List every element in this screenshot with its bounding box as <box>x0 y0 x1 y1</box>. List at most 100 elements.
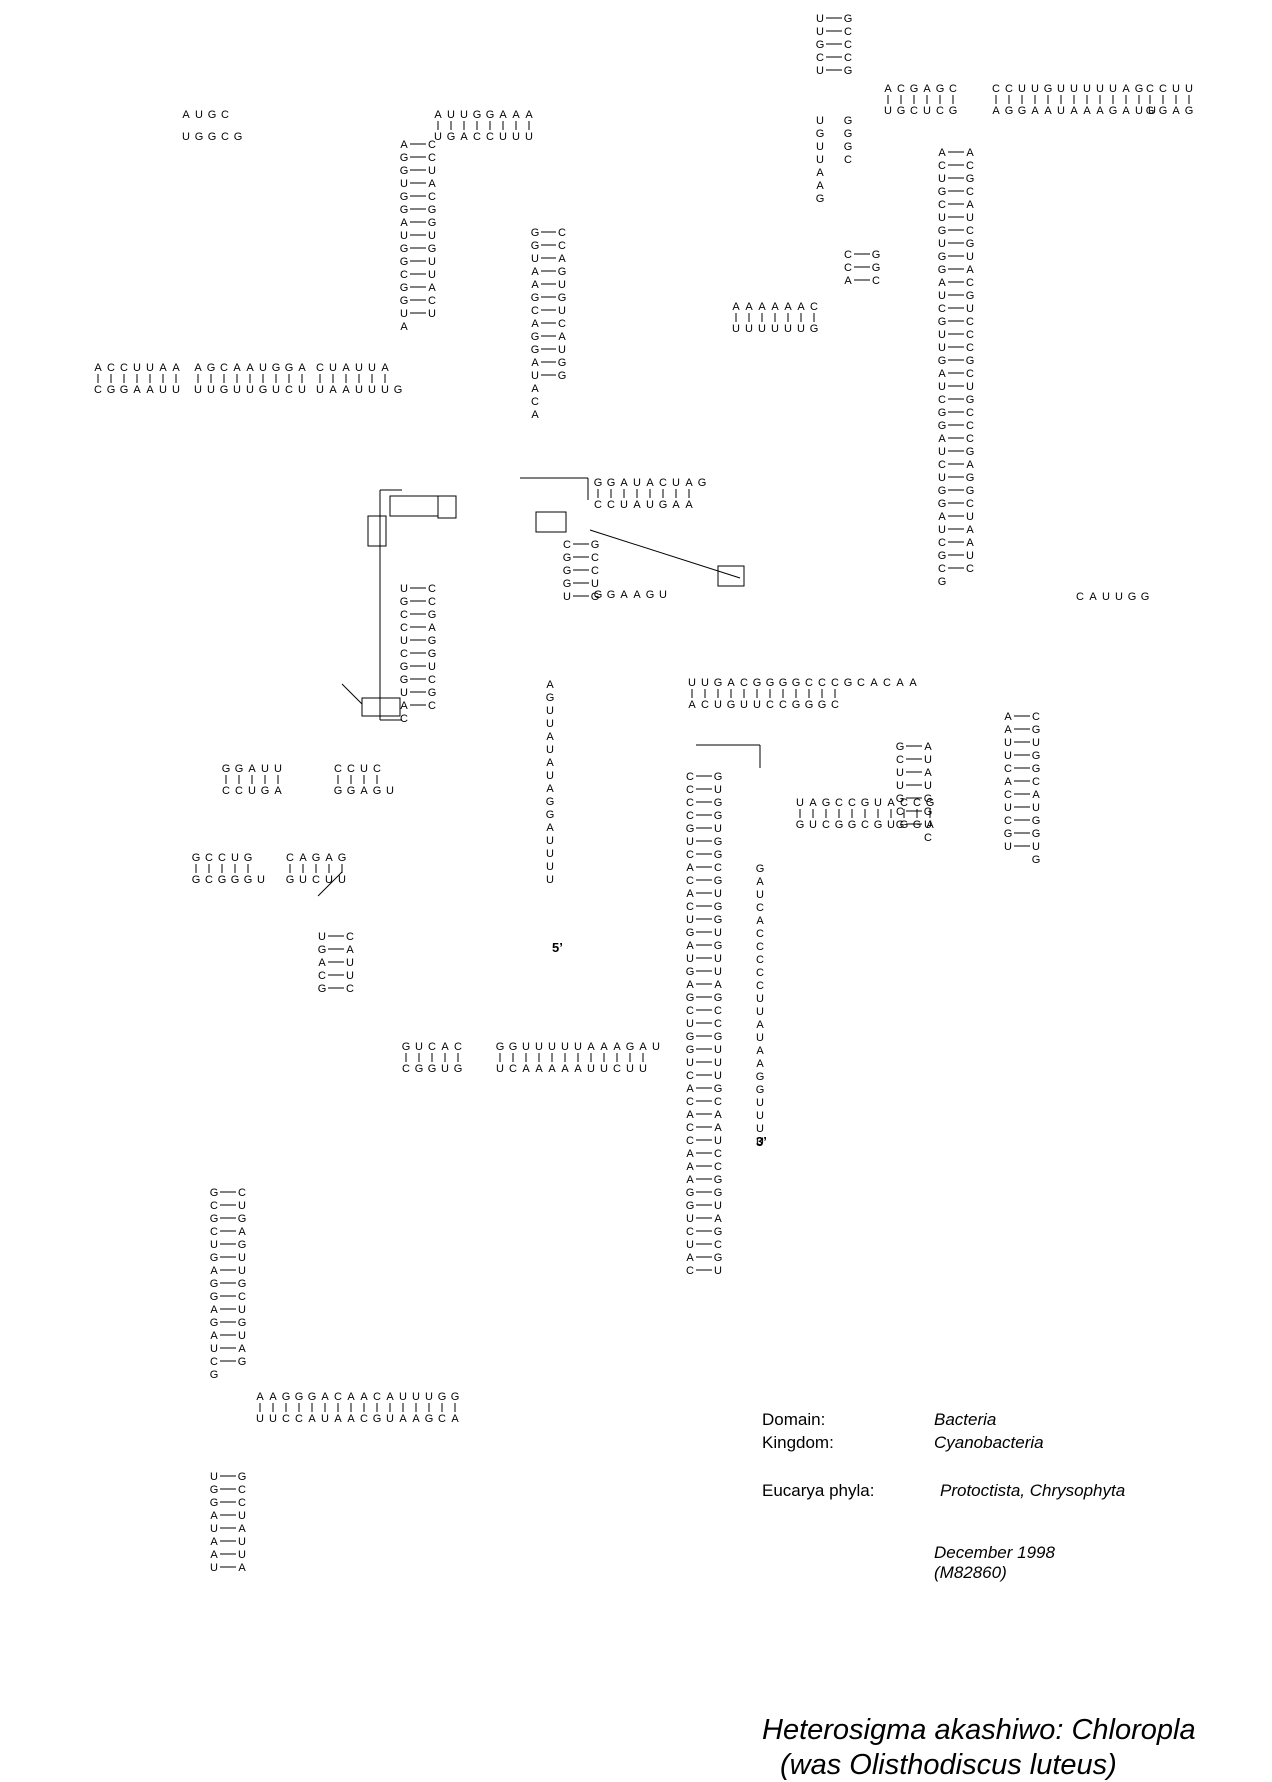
nucleotide: U <box>360 763 368 775</box>
nucleotide: C <box>810 301 818 313</box>
nucleotide: A <box>633 499 641 511</box>
nucleotide: A <box>412 1413 420 1425</box>
nucleotide: C <box>966 563 974 575</box>
nucleotide: G <box>1032 724 1041 736</box>
nucleotide: U <box>261 763 269 775</box>
nucleotide: G <box>938 420 947 432</box>
nucleotide: G <box>546 692 555 704</box>
nucleotide: G <box>607 477 616 489</box>
nucleotide: U <box>966 303 974 315</box>
nucleotide: A <box>386 1391 394 1403</box>
nucleotide: G <box>1128 591 1137 603</box>
nucleotide: U <box>796 797 804 809</box>
nucleotide: A <box>325 852 333 864</box>
nucleotide: G <box>714 1031 723 1043</box>
nucleotide: U <box>546 718 554 730</box>
nucleotide: G <box>509 1041 518 1053</box>
nucleotide: G <box>282 1391 291 1403</box>
nucleotide: G <box>451 1391 460 1403</box>
nucleotide: G <box>686 1200 695 1212</box>
nucleotide: G <box>896 819 905 831</box>
nucleotide: U <box>460 109 468 121</box>
nucleotide: G <box>1004 828 1013 840</box>
nucleotide: A <box>238 1523 246 1535</box>
nucleotide: U <box>259 362 267 374</box>
nucleotide: C <box>686 1005 694 1017</box>
nucleotide: G <box>626 1041 635 1053</box>
nucleotide: A <box>646 477 654 489</box>
nucleotide: G <box>594 589 603 601</box>
nucleotide: G <box>938 498 947 510</box>
nucleotide: A <box>318 957 326 969</box>
nucleotide: C <box>756 954 764 966</box>
nucleotide: U <box>1135 105 1143 117</box>
nucleotide: G <box>646 589 655 601</box>
nucleotide: U <box>938 212 946 224</box>
nucleotide: G <box>591 591 600 603</box>
nucleotide: U <box>1096 83 1104 95</box>
nucleotide: G <box>714 1226 723 1238</box>
nucleotide: G <box>822 797 831 809</box>
nucleotide: C <box>779 699 787 711</box>
base-pair-bonds <box>97 17 1190 1568</box>
nucleotide: U <box>400 230 408 242</box>
nucleotide: U <box>740 699 748 711</box>
nucleotide: G <box>400 256 409 268</box>
nucleotide: A <box>381 362 389 374</box>
nucleotide: G <box>563 578 572 590</box>
nucleotide: U <box>591 578 599 590</box>
nucleotide: U <box>701 677 709 689</box>
nucleotide: A <box>210 1510 218 1522</box>
nucleotide: G <box>966 394 975 406</box>
nucleotide: C <box>316 362 324 374</box>
nucleotide: C <box>428 191 436 203</box>
nucleotide: U <box>428 256 436 268</box>
nucleotide: C <box>686 797 694 809</box>
nucleotide: C <box>848 797 856 809</box>
nucleotide: C <box>558 318 566 330</box>
nucleotide: A <box>756 1019 764 1031</box>
nucleotide: G <box>874 819 883 831</box>
nucleotide: U <box>714 1200 722 1212</box>
nucleotide: G <box>347 785 356 797</box>
nucleotide: C <box>1159 83 1167 95</box>
nucleotide: C <box>94 384 102 396</box>
nucleotide: A <box>1172 105 1180 117</box>
nucleotide: U <box>522 1041 530 1053</box>
nucleotide: C <box>1146 83 1154 95</box>
nucleotide: G <box>210 1187 219 1199</box>
nucleotide: C <box>438 1413 446 1425</box>
nucleotide: C <box>238 1187 246 1199</box>
nucleotide: C <box>872 275 880 287</box>
nucleotide: A <box>400 700 408 712</box>
nucleotide: C <box>966 329 974 341</box>
nucleotide: G <box>913 819 922 831</box>
nucleotide: U <box>884 105 892 117</box>
nucleotide: G <box>714 875 723 887</box>
nucleotide: A <box>400 139 408 151</box>
nucleotide: A <box>460 131 468 143</box>
nucleotide: G <box>195 131 204 143</box>
nucleotide: G <box>438 1391 447 1403</box>
nucleotide: C <box>607 499 615 511</box>
nucleotide: A <box>924 741 932 753</box>
nucleotide: U <box>816 154 824 166</box>
nucleotide: G <box>400 204 409 216</box>
nucleotide: C <box>818 677 826 689</box>
nucleotide: G <box>714 940 723 952</box>
nucleotide: U <box>400 635 408 647</box>
nucleotide: U <box>938 173 946 185</box>
nucleotide: G <box>818 699 827 711</box>
nucleotide: C <box>966 316 974 328</box>
nucleotide: U <box>400 178 408 190</box>
nucleotide: U <box>714 966 722 978</box>
nucleotide: G <box>872 262 881 274</box>
nucleotide: U <box>714 823 722 835</box>
nucleotide: U <box>659 589 667 601</box>
nucleotide: G <box>1109 105 1118 117</box>
nucleotide: C <box>509 1063 517 1075</box>
nucleotide: A <box>246 362 254 374</box>
nucleotide: G <box>486 109 495 121</box>
nucleotide: C <box>1005 83 1013 95</box>
nucleotide: U <box>338 874 346 886</box>
